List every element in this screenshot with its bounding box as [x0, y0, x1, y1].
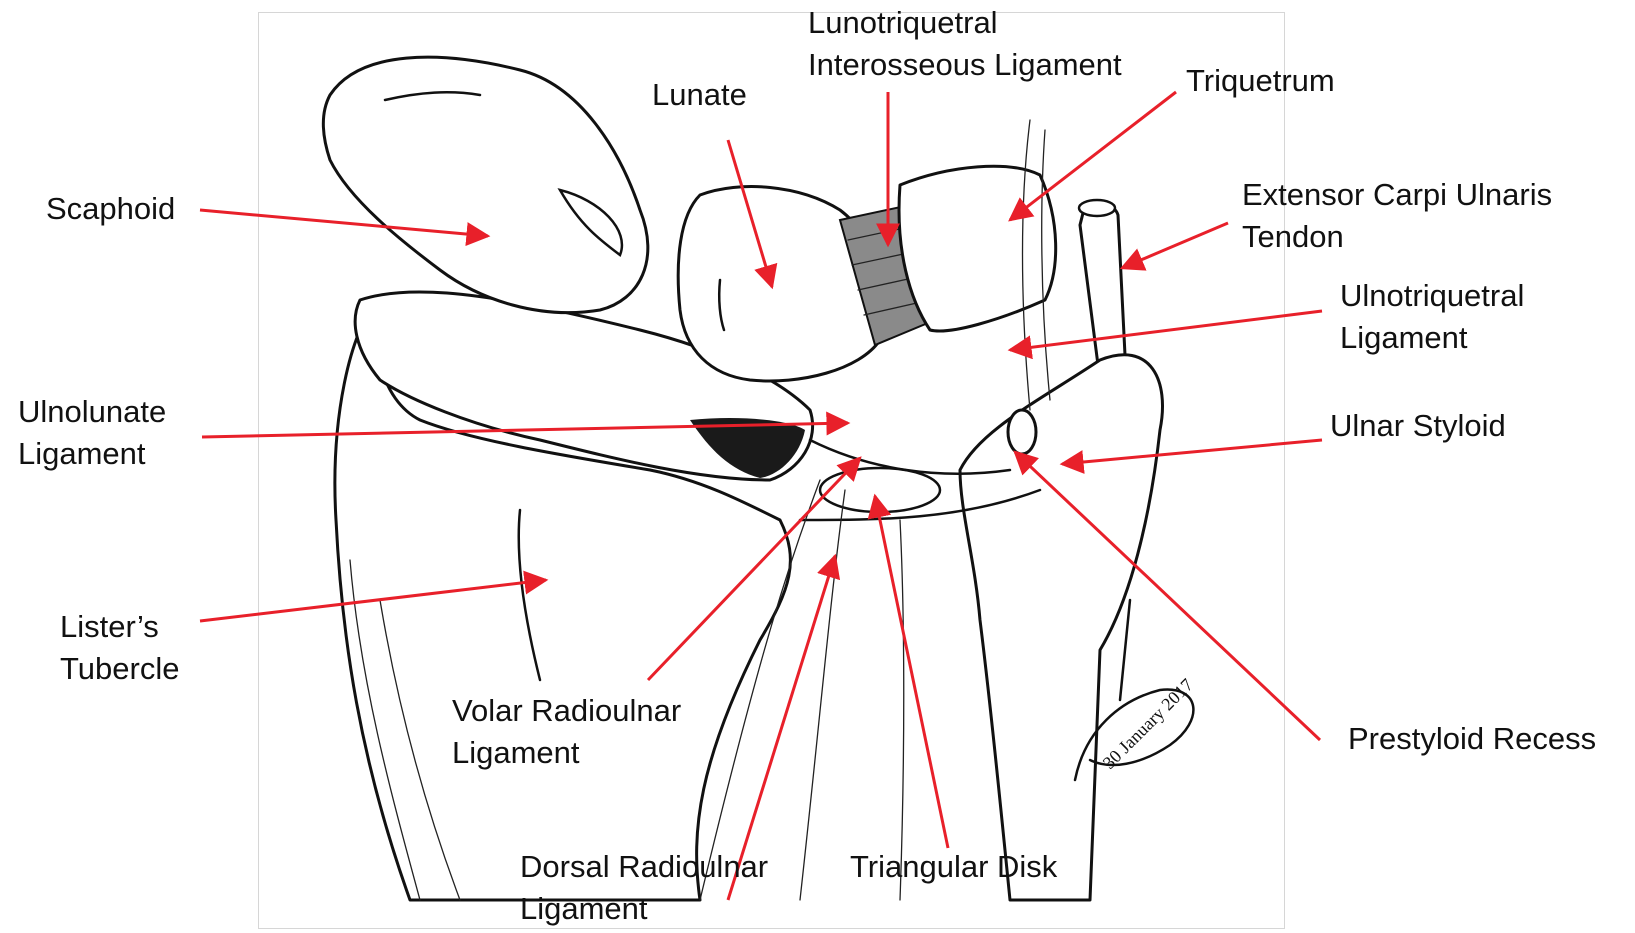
- label-ulnolunate-line1: Ulnolunate: [18, 391, 166, 433]
- triangular-disk-shape: [820, 468, 940, 512]
- label-listers-tubercle-line1: Lister’s: [60, 606, 179, 648]
- label-ulnotriquetral: Ulnotriquetral Ligament: [1340, 275, 1524, 359]
- label-prestyloid-recess: Prestyloid Recess: [1348, 718, 1596, 760]
- label-volar-radioulnar-line1: Volar Radioulnar: [452, 690, 681, 732]
- scaphoid-bone: [323, 57, 648, 312]
- arrow-ecu-tendon: [1122, 223, 1228, 268]
- label-lunotriquetral-line2: Interosseous Ligament: [808, 44, 1122, 86]
- label-lunotriquetral-line1: Lunotriquetral: [808, 2, 1122, 44]
- label-triangular-disk: Triangular Disk: [850, 846, 1057, 888]
- label-ulnolunate-line2: Ligament: [18, 433, 166, 475]
- label-listers-tubercle-line2: Tubercle: [60, 648, 179, 690]
- label-volar-radioulnar: Volar Radioulnar Ligament: [452, 690, 681, 774]
- label-dorsal-radioulnar-line2: Ligament: [520, 888, 768, 930]
- label-ecu-tendon: Extensor Carpi Ulnaris Tendon: [1242, 174, 1552, 258]
- ecu-tendon-end: [1079, 200, 1115, 216]
- label-listers-tubercle: Lister’s Tubercle: [60, 606, 179, 690]
- label-ulnotriquetral-line1: Ulnotriquetral: [1340, 275, 1524, 317]
- label-ulnar-styloid: Ulnar Styloid: [1330, 405, 1506, 447]
- label-ulnolunate: Ulnolunate Ligament: [18, 391, 166, 475]
- ulna-bone: [960, 355, 1163, 900]
- lunate-bone: [678, 187, 883, 381]
- label-triquetrum: Triquetrum: [1186, 60, 1335, 102]
- label-lunate: Lunate: [652, 74, 747, 116]
- label-volar-radioulnar-line2: Ligament: [452, 732, 681, 774]
- label-ulnotriquetral-line2: Ligament: [1340, 317, 1524, 359]
- label-dorsal-radioulnar: Dorsal Radioulnar Ligament: [520, 846, 768, 930]
- label-scaphoid: Scaphoid: [46, 188, 175, 230]
- arrow-ulnotriquetral: [1010, 311, 1322, 350]
- label-ecu-tendon-line1: Extensor Carpi Ulnaris: [1242, 174, 1552, 216]
- arrow-triangular-disk: [875, 496, 948, 848]
- label-ecu-tendon-line2: Tendon: [1242, 216, 1552, 258]
- ulnar-styloid-ring: [1008, 410, 1036, 454]
- label-lunotriquetral: Lunotriquetral Interosseous Ligament: [808, 2, 1122, 86]
- triquetrum-bone: [899, 166, 1056, 331]
- label-dorsal-radioulnar-line1: Dorsal Radioulnar: [520, 846, 768, 888]
